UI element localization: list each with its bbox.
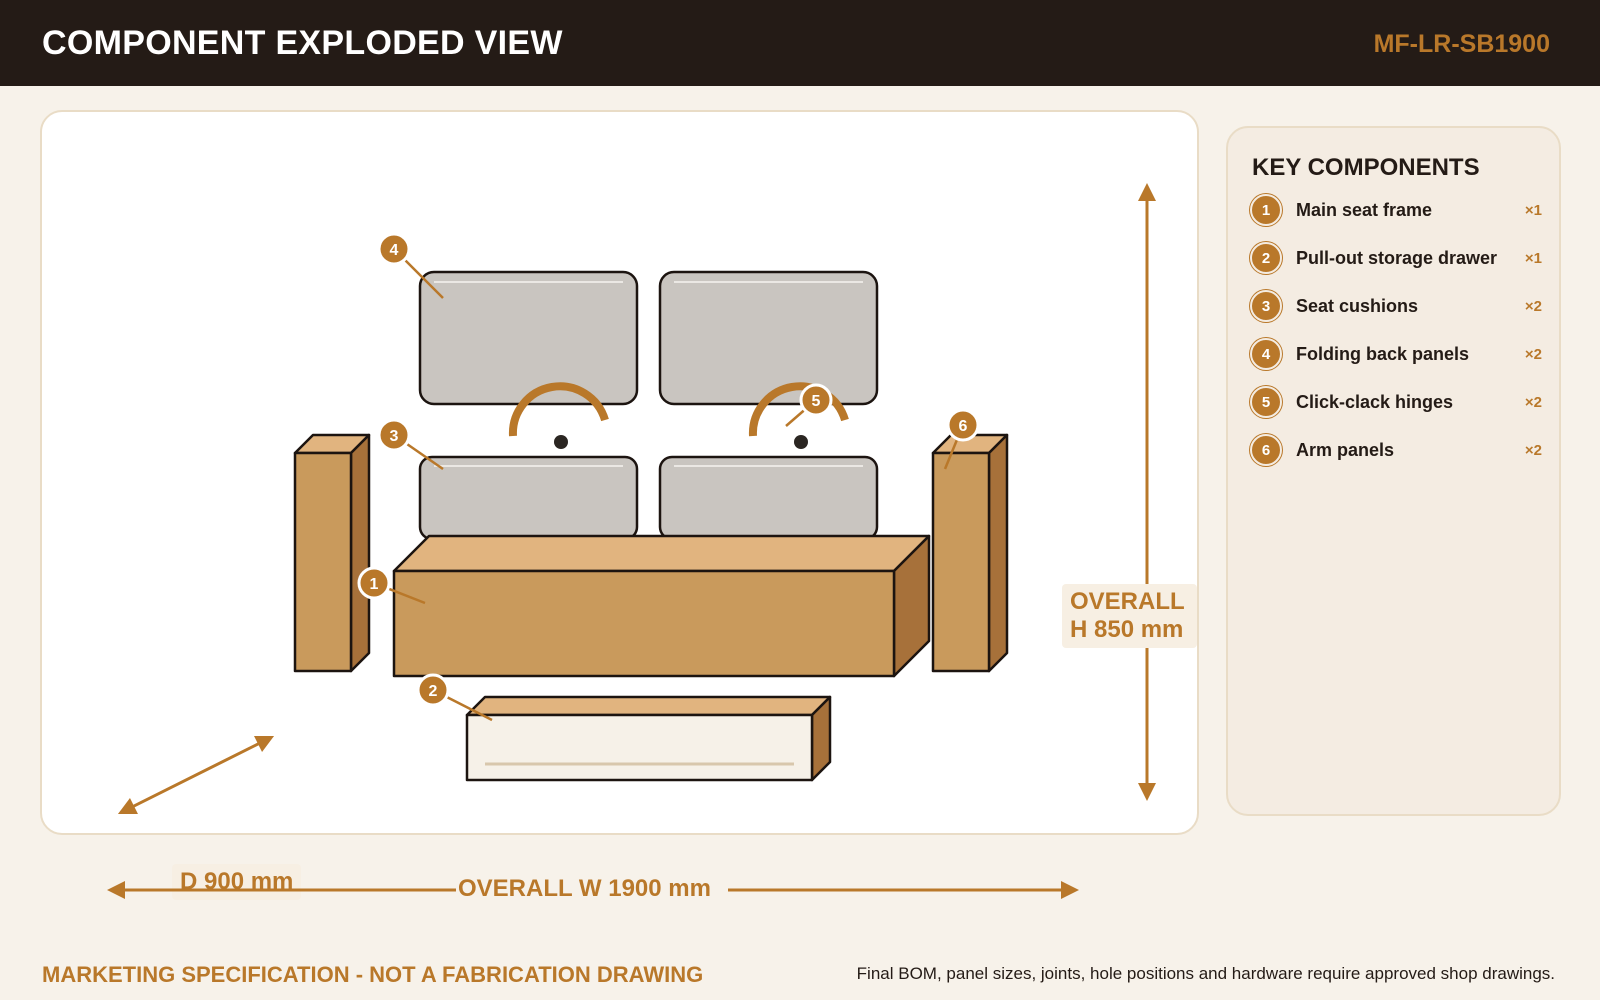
back-panel-left	[418, 270, 639, 406]
legend-label: Seat cushions	[1296, 295, 1419, 316]
callout-badge-1: 1	[357, 566, 391, 600]
callout-badge-2: 2	[416, 673, 450, 707]
width-dimension-label: OVERALL W 1900 mm	[458, 875, 711, 902]
legend-title: KEY COMPONENTS	[1252, 154, 1480, 181]
legend-item: 1 Main seat frame ×1	[1250, 186, 1542, 234]
seat-cushion-right	[658, 455, 879, 541]
legend-label: Click-clack hinges	[1296, 391, 1454, 412]
callout-badge-4: 4	[377, 232, 411, 266]
arm-panel-left	[293, 433, 371, 673]
callout-number: 2	[429, 683, 438, 700]
legend-label: Pull-out storage drawer	[1296, 247, 1498, 268]
legend-qty: ×2	[1524, 345, 1542, 363]
exploded-view-diagram: 4 3 1 2 5 6	[117, 183, 1156, 815]
legend-item: 2 Pull-out storage drawer ×1	[1250, 234, 1542, 282]
callout-number: 4	[390, 242, 399, 259]
legend-badge: 3	[1250, 290, 1282, 322]
callout-badge-3: 3	[377, 418, 411, 452]
key-components-panel: KEY COMPONENTS 1 Main seat frame ×1 2 Pu…	[1226, 126, 1561, 816]
legend-badge: 6	[1250, 434, 1282, 466]
back-panel-right	[658, 270, 879, 406]
callout-number: 5	[812, 393, 821, 410]
legend-badge: 4	[1250, 338, 1282, 370]
depth-dimension-label: D 900 mm	[172, 864, 302, 900]
hinge-right	[748, 382, 849, 449]
legend-label: Folding back panels	[1296, 343, 1470, 364]
legend-qty: ×1	[1524, 249, 1542, 267]
depth-dimension-line	[117, 735, 275, 815]
legend-qty: ×2	[1524, 393, 1542, 411]
legend-item: 6 Arm panels ×2	[1250, 426, 1542, 474]
legend-badge: 2	[1250, 242, 1282, 274]
width-dimension	[107, 881, 1079, 899]
legend-label: Main seat frame	[1296, 199, 1433, 220]
callout-badge-6: 6	[946, 408, 980, 442]
legend-badge: 5	[1250, 386, 1282, 418]
header-bar: COMPONENT EXPLODED VIEW MF-LR-SB1900	[0, 0, 1600, 86]
legend-qty: ×1	[1524, 201, 1542, 219]
seat-cushion-left	[418, 455, 639, 541]
footer-note: Final BOM, panel sizes, joints, hole pos…	[856, 964, 1555, 983]
hinge-left	[508, 382, 609, 449]
callout-number: 3	[390, 428, 399, 445]
main-seat-frame	[392, 534, 931, 678]
legend-qty: ×2	[1524, 297, 1542, 315]
page-title: COMPONENT EXPLODED VIEW	[42, 24, 563, 62]
callout-number: 1	[370, 576, 379, 593]
legend-qty: ×2	[1524, 441, 1542, 459]
diagram-panel: 4 3 1 2 5 6 OVERALL H 850 mm D 900 mm	[40, 110, 1199, 900]
legend-item: 5 Click-clack hinges ×2	[1250, 378, 1542, 426]
arm-panel-right	[931, 433, 1009, 673]
legend-badge: 1	[1250, 194, 1282, 226]
legend-item: 3 Seat cushions ×2	[1250, 282, 1542, 330]
callout-number: 6	[959, 418, 968, 435]
legend-item: 4 Folding back panels ×2	[1250, 330, 1542, 378]
legend-list: 1 Main seat frame ×1 2 Pull-out storage …	[1250, 186, 1542, 474]
footer-disclaimer: MARKETING SPECIFICATION - NOT A FABRICAT…	[42, 962, 704, 987]
callout-badge-5: 5	[799, 383, 833, 417]
model-code: MF-LR-SB1900	[1373, 30, 1550, 58]
storage-drawer	[465, 695, 832, 782]
height-dimension-label: OVERALL H 850 mm	[1062, 584, 1197, 648]
legend-label: Arm panels	[1296, 439, 1395, 460]
